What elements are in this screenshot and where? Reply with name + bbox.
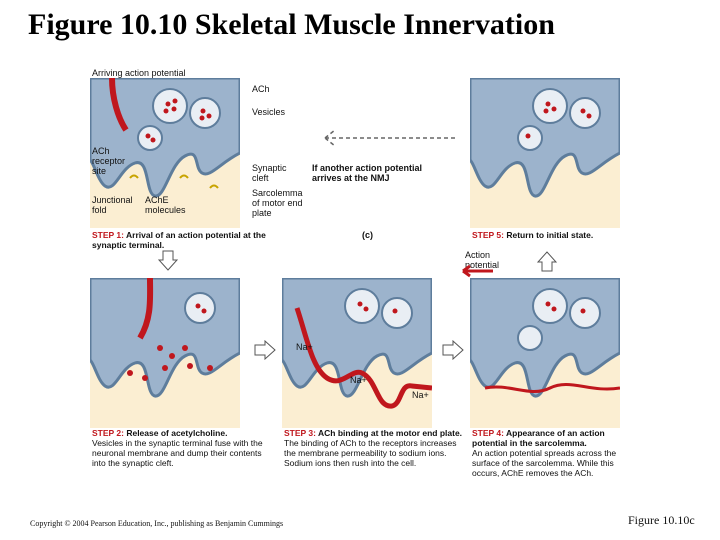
label-ache: AChE molecules bbox=[145, 195, 195, 215]
label-if-another: If another action potential arrives at t… bbox=[312, 163, 442, 183]
right-arrow-3-4 bbox=[442, 340, 464, 360]
step5-title: STEP 5: Return to initial state. bbox=[472, 230, 632, 240]
step4-illustration bbox=[470, 278, 620, 428]
up-arrow bbox=[537, 250, 557, 272]
step3-panel bbox=[282, 278, 432, 428]
label-na-1: Na+ bbox=[296, 342, 313, 352]
step2-panel bbox=[90, 278, 240, 428]
step2-title: STEP 2: Release of acetylcholine. bbox=[92, 428, 272, 438]
label-receptor: ACh receptor site bbox=[92, 146, 137, 176]
step5-illustration bbox=[470, 78, 620, 228]
step2-description: Vesicles in the synaptic terminal fuse w… bbox=[92, 438, 272, 468]
label-na-2: Na+ bbox=[350, 375, 367, 385]
slide-title: Figure 10.10 Skeletal Muscle Innervation bbox=[28, 8, 555, 42]
down-arrow bbox=[158, 250, 178, 272]
step5-panel bbox=[470, 78, 620, 228]
copyright-text: Copyright © 2004 Pearson Education, Inc.… bbox=[30, 519, 283, 528]
label-ach: ACh bbox=[252, 84, 270, 94]
label-na-3: Na+ bbox=[412, 390, 429, 400]
label-c: (c) bbox=[362, 230, 373, 240]
step3-description: The binding of ACh to the receptors incr… bbox=[284, 438, 464, 468]
step4-title: STEP 4: Appearance of an action potentia… bbox=[472, 428, 632, 448]
step4-description: An action potential spreads across the s… bbox=[472, 448, 632, 478]
step3-illustration bbox=[282, 278, 432, 428]
label-sarcolemma: Sarcolemma of motor end plate bbox=[252, 188, 312, 218]
step3-title: STEP 3: ACh binding at the motor end pla… bbox=[284, 428, 464, 438]
figure-reference: Figure 10.10c bbox=[628, 513, 695, 528]
step1-title: STEP 1: Arrival of an action potential a… bbox=[92, 230, 272, 250]
step4-panel bbox=[470, 278, 620, 428]
label-vesicles: Vesicles bbox=[252, 107, 285, 117]
label-cleft: Synaptic cleft bbox=[252, 163, 302, 183]
step2-illustration bbox=[90, 278, 240, 428]
action-potential-arrow bbox=[455, 264, 495, 278]
dashed-return-arrow bbox=[305, 128, 465, 168]
label-junctional: Junctional fold bbox=[92, 195, 137, 215]
label-arriving: Arriving action potential bbox=[92, 68, 186, 78]
right-arrow-2-3 bbox=[254, 340, 276, 360]
